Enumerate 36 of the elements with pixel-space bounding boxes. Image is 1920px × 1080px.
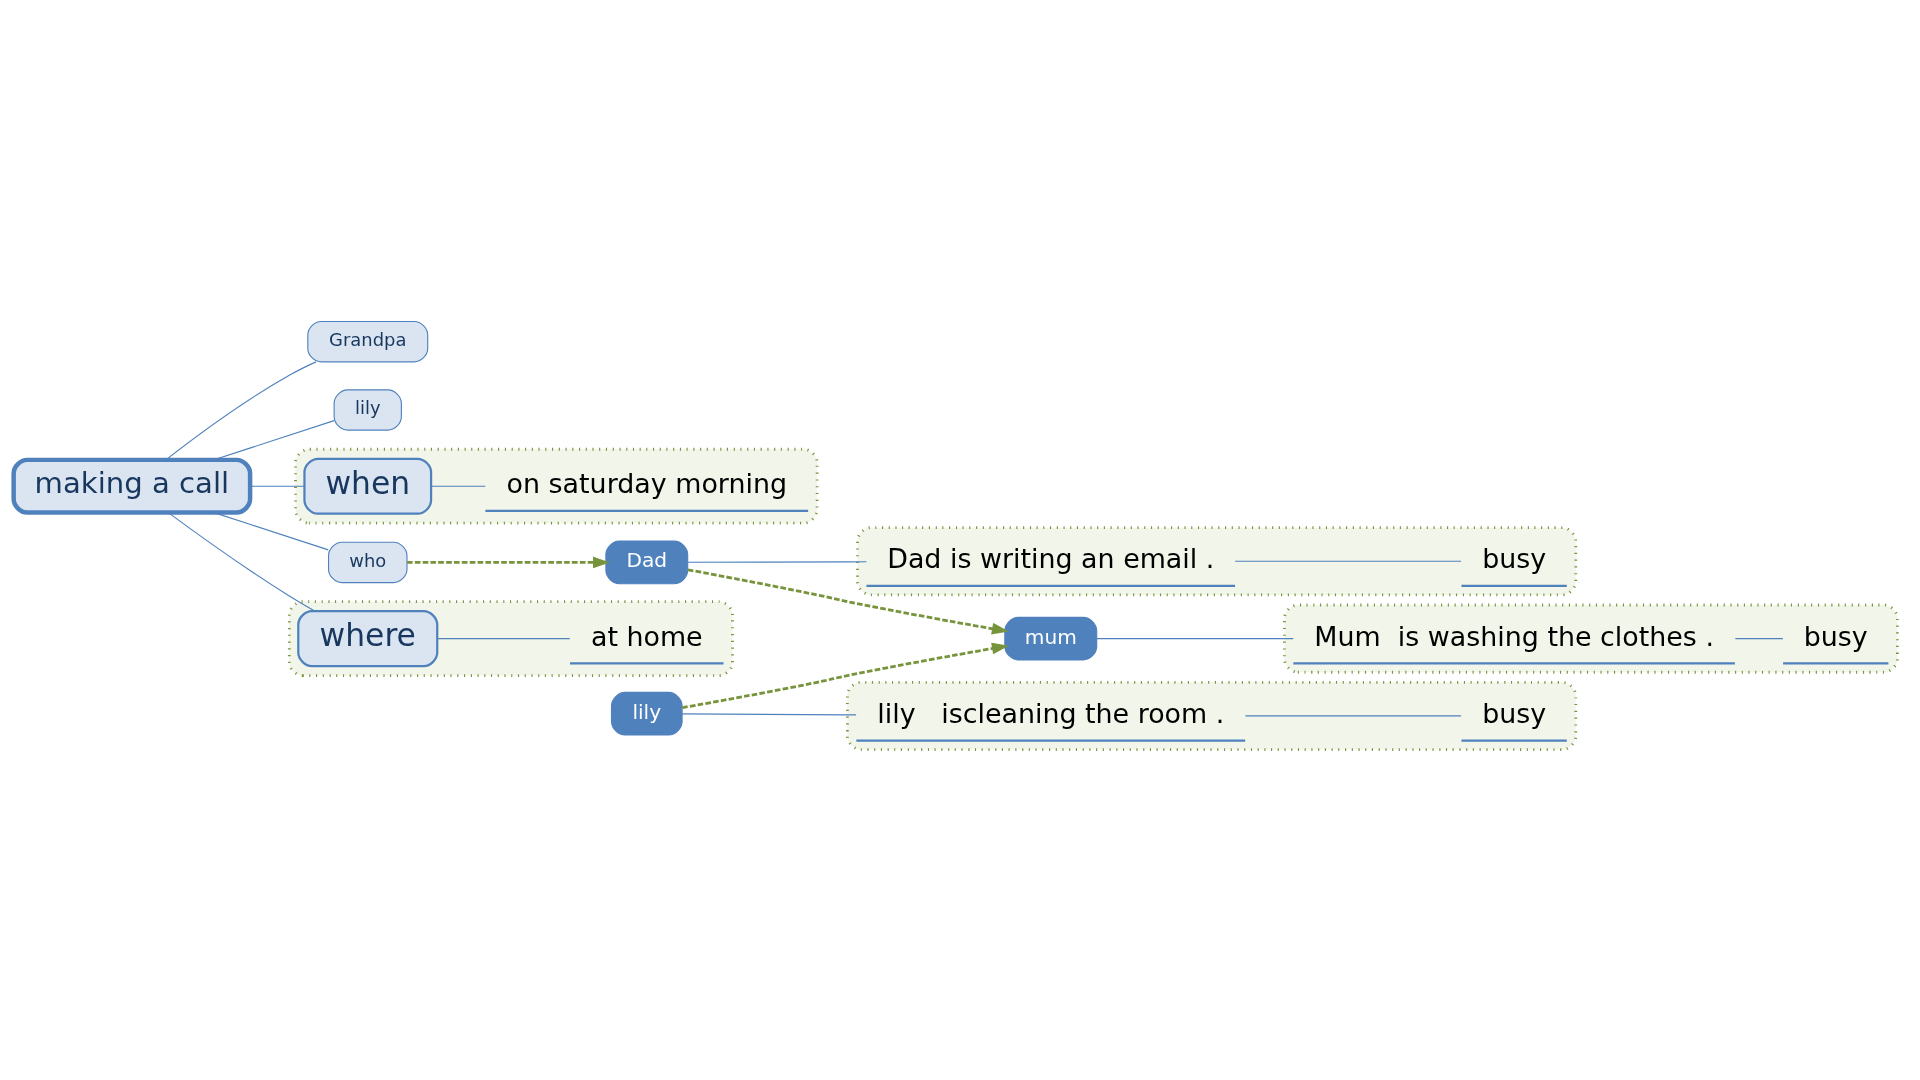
node-box: where xyxy=(297,610,439,668)
node-box: making a call xyxy=(11,457,253,515)
arrow xyxy=(407,556,610,569)
node-text: busy xyxy=(1803,620,1868,652)
connector xyxy=(249,485,305,487)
connector xyxy=(681,713,857,716)
connector xyxy=(1096,638,1294,640)
cluster xyxy=(287,600,734,677)
node-text: busy xyxy=(1482,697,1547,729)
connector xyxy=(436,638,571,640)
node-box: Grandpa xyxy=(307,320,429,363)
node-text: on saturday morning xyxy=(506,468,787,500)
node-box: lily xyxy=(610,691,683,736)
connector xyxy=(1244,715,1462,717)
node-text: lily iscleaning the room . xyxy=(877,697,1225,729)
connector xyxy=(1734,638,1784,640)
cluster xyxy=(856,526,1578,597)
node-box: mum xyxy=(1004,616,1098,661)
connector xyxy=(1234,560,1462,562)
cluster xyxy=(294,447,819,525)
node-box: who xyxy=(328,541,408,584)
node-box: lily xyxy=(333,389,402,431)
connector xyxy=(165,361,317,461)
node-text: Dad is writing an email . xyxy=(887,543,1215,575)
node-text: Mum is washing the clothes . xyxy=(1314,620,1714,652)
node-box: Dad xyxy=(605,540,689,585)
arrow xyxy=(682,642,1009,710)
node-text: busy xyxy=(1482,543,1547,575)
node-text: at home xyxy=(590,620,703,652)
connector xyxy=(167,512,316,612)
connector xyxy=(430,485,486,487)
connector xyxy=(687,561,867,563)
node-box: when xyxy=(303,457,433,515)
cluster xyxy=(846,680,1578,751)
arrow xyxy=(687,568,1009,635)
cluster xyxy=(1283,603,1899,674)
